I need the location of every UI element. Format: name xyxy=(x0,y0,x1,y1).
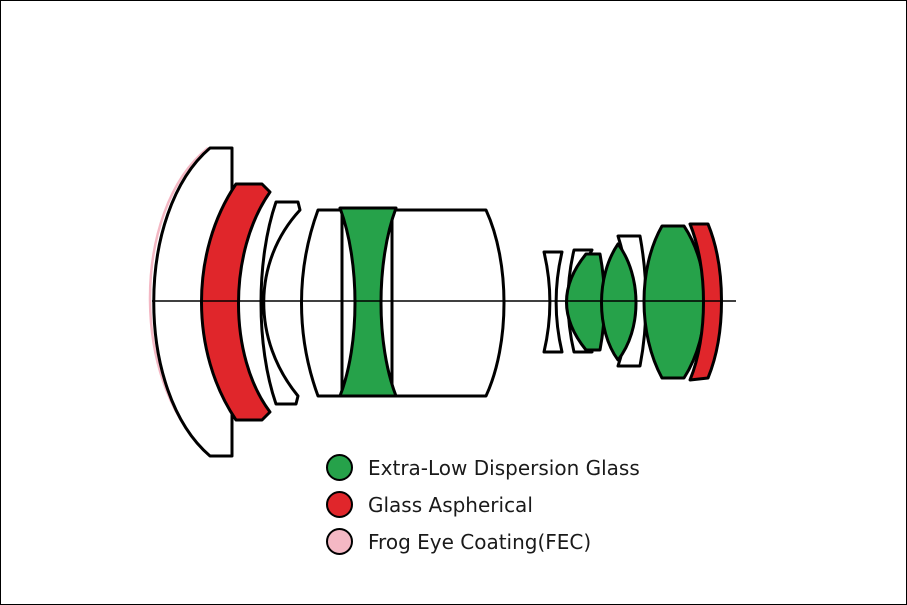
lens-ed-concave-1 xyxy=(338,206,398,398)
legend-item-ed-glass: Extra-Low Dispersion Glass xyxy=(326,452,686,483)
lens-aspherical-1 xyxy=(200,182,272,422)
legend-item-aspherical: Glass Aspherical xyxy=(326,489,686,520)
legend-label: Frog Eye Coating(FEC) xyxy=(368,529,592,554)
legend-item-fec: Frog Eye Coating(FEC) xyxy=(326,526,686,557)
lens-ed-convex-2 xyxy=(600,242,638,362)
lens-small-concave xyxy=(542,250,564,354)
lens-aspherical-2 xyxy=(688,222,723,382)
lens-group1-rear xyxy=(390,208,506,398)
legend: Extra-Low Dispersion Glass Glass Aspheri… xyxy=(326,452,686,563)
legend-label: Extra-Low Dispersion Glass xyxy=(368,455,640,480)
red-dot-icon xyxy=(326,491,353,518)
lens-group1-front xyxy=(300,208,344,398)
green-dot-icon xyxy=(326,454,353,481)
legend-label: Glass Aspherical xyxy=(368,492,533,517)
pink-dot-icon xyxy=(326,528,353,555)
lens-meniscus-2 xyxy=(259,200,302,406)
lens-front-meniscus xyxy=(152,146,234,458)
lens-ed-convex-3 xyxy=(642,224,707,380)
